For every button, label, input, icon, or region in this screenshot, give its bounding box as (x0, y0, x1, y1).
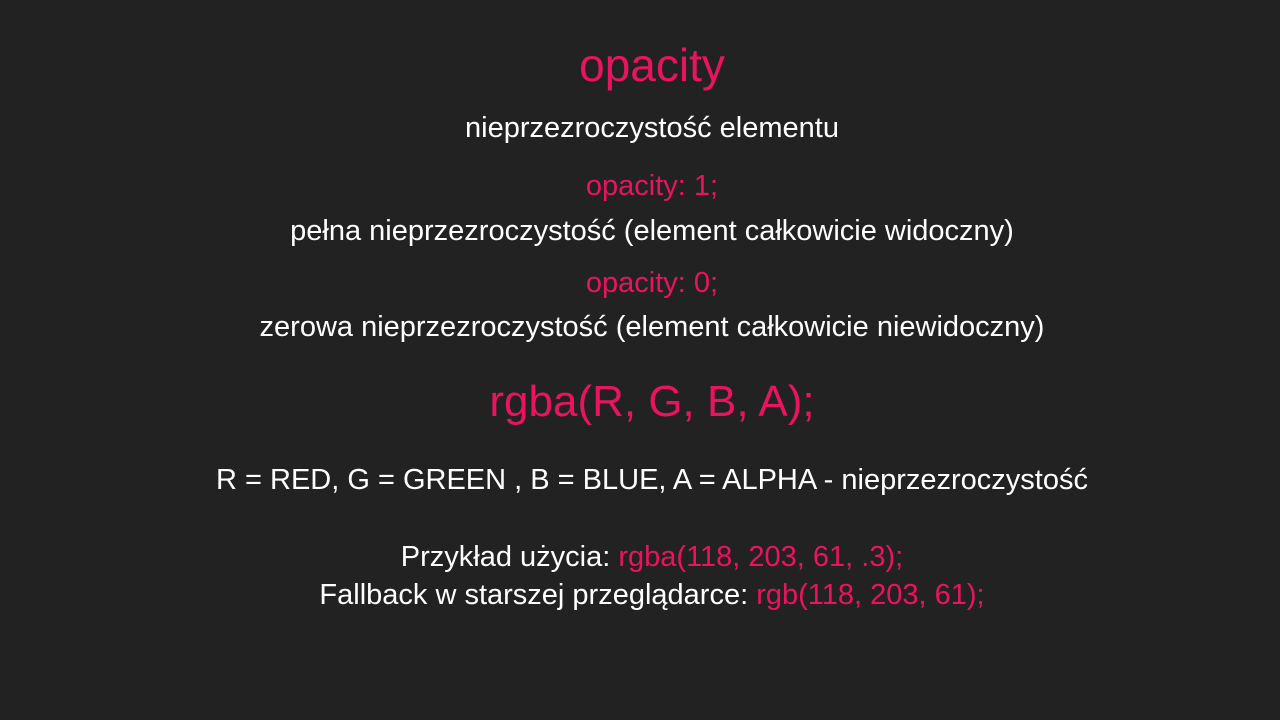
fallback-code: rgb(118, 203, 61); (756, 579, 985, 611)
rgba-heading: rgba(R, G, B, A); (489, 377, 815, 426)
example-label: Przykład użycia: (400, 541, 619, 573)
example-code: rgba(118, 203, 61, .3); (618, 541, 904, 573)
fallback-label: Fallback w starszej przeglądarce: (319, 579, 757, 611)
rgba-legend: R = RED, G = GREEN , B = BLUE, A = ALPHA… (216, 464, 1088, 496)
opacity-zero-description: zerowa nieprzezroczystość (element całko… (259, 311, 1045, 343)
slide-subtitle: nieprzezroczystość elementu (465, 112, 839, 144)
opacity-zero-code: opacity: 0; (585, 267, 719, 299)
opacity-one-code: opacity: 1; (585, 170, 719, 202)
example-line: Przykład użycia: rgba(118, 203, 61, .3); (12, 543, 1280, 572)
fallback-line: Fallback w starszej przeglądarce: rgb(11… (12, 581, 1280, 610)
slide-title: opacity (579, 39, 725, 91)
opacity-one-description: pełna nieprzezroczystość (element całkow… (290, 215, 1014, 247)
